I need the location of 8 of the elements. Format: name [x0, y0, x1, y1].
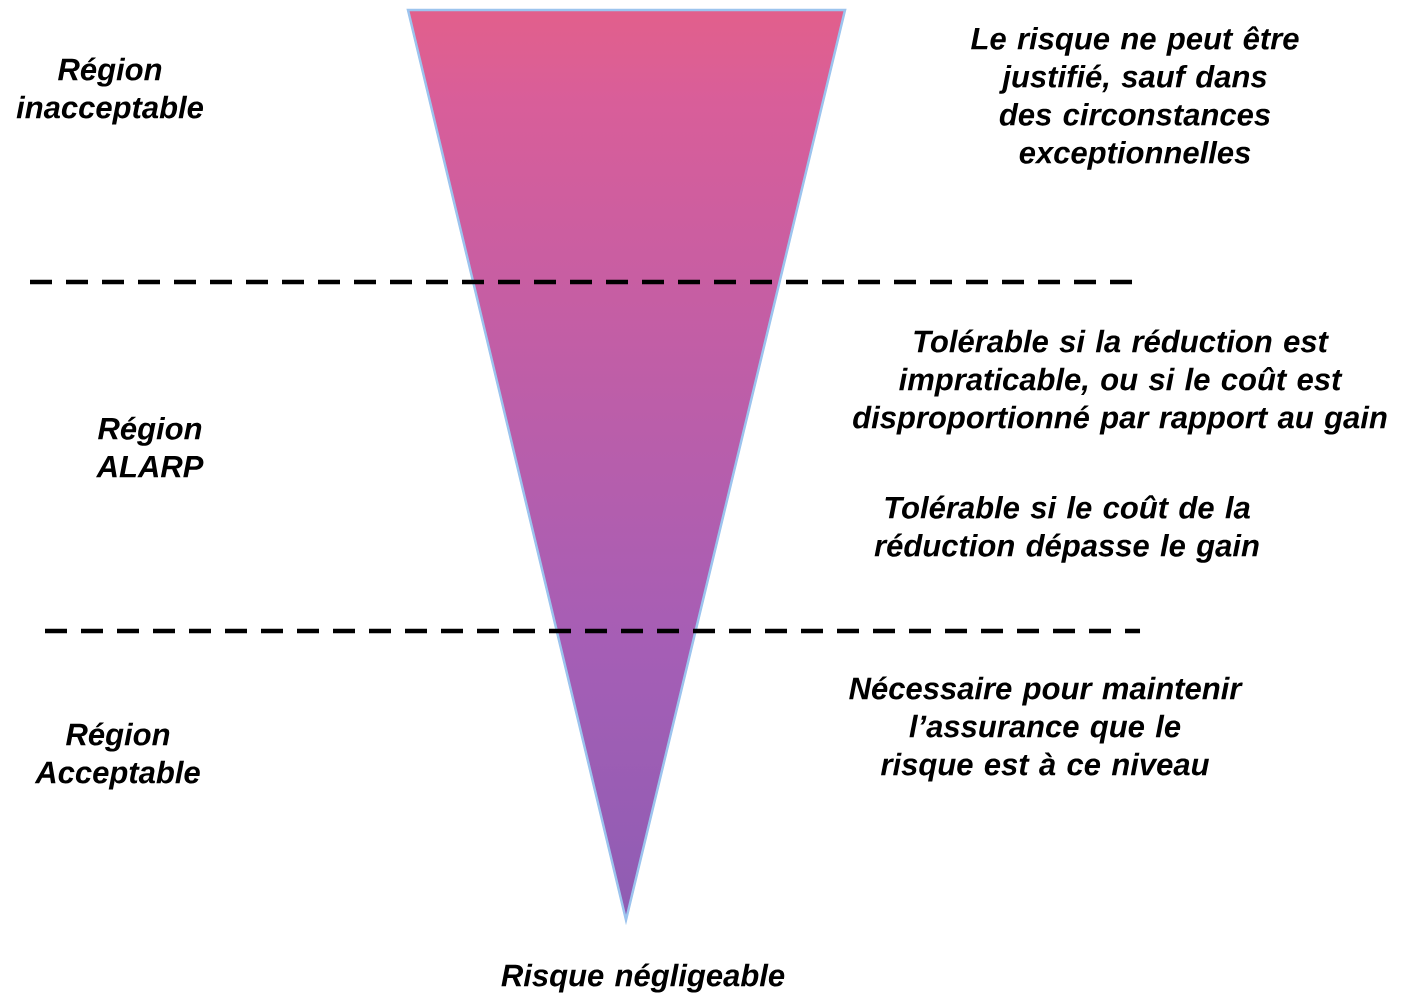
- region-label: Région inacceptable: [16, 57, 204, 125]
- description-text: Nécessaire pour maintenir l’assurance que le risque est à ce niveau: [849, 676, 1243, 782]
- description-text: Tolérable si la réduction est impraticable, ou si le coût est disproportionné par rapport au gain: [853, 329, 1387, 435]
- region-label: Région ALARP: [95, 416, 204, 478]
- description-text: Le risque ne peut être justifié, sauf dans des circonstances exceptionnelles: [971, 26, 1299, 170]
- description-text: Tolérable si le coût de la réduction dépasse le gain: [874, 495, 1259, 563]
- apex-label: Risque négligeable: [501, 963, 785, 993]
- region-label: Région Acceptable: [34, 722, 200, 790]
